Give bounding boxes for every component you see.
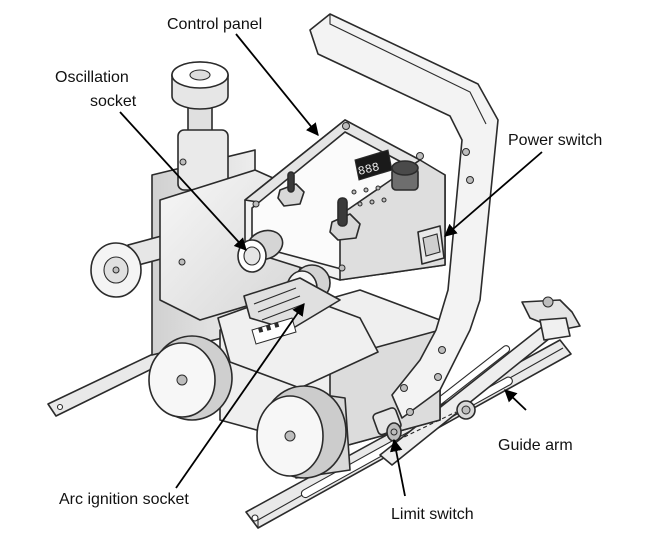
label-plate bbox=[251, 317, 297, 345]
indicator-dots bbox=[351, 185, 387, 207]
display-digits: 888 bbox=[357, 160, 381, 179]
toggle-switch-large bbox=[329, 197, 361, 241]
torch-clamp bbox=[217, 277, 379, 389]
leader-guide-arm bbox=[504, 389, 527, 411]
callout-labels: Control panel Oscillation socket Power s… bbox=[55, 16, 602, 523]
label-guide-arm: Guide arm bbox=[498, 437, 573, 454]
wheel-left bbox=[148, 335, 233, 421]
toggle-switch-small bbox=[277, 171, 305, 207]
top-knob bbox=[171, 61, 229, 191]
leader-limit-switch bbox=[390, 438, 406, 497]
leader-control-panel bbox=[235, 33, 319, 136]
leader-lines bbox=[119, 33, 543, 497]
label-limit-switch: Limit switch bbox=[391, 506, 474, 523]
label-control-panel: Control panel bbox=[167, 16, 262, 33]
label-oscillation-line2: socket bbox=[90, 93, 137, 110]
carry-handle bbox=[309, 13, 499, 419]
leader-oscillation-socket bbox=[119, 111, 247, 251]
control-knob bbox=[391, 160, 419, 191]
leader-arc-ignition-socket bbox=[175, 302, 305, 489]
side-knob bbox=[90, 234, 170, 298]
power-switch-rocker bbox=[417, 225, 445, 265]
leader-power-switch bbox=[444, 151, 543, 237]
wheel-front bbox=[256, 385, 351, 479]
machine-illustration: 888 bbox=[47, 13, 581, 529]
control-box: 888 bbox=[244, 119, 446, 281]
label-power-switch: Power switch bbox=[508, 132, 602, 149]
label-arc-ignition-socket: Arc ignition socket bbox=[59, 491, 189, 508]
guide-arm bbox=[379, 296, 581, 466]
drive-chain bbox=[397, 411, 457, 441]
label-oscillation-line1: Oscillation bbox=[55, 69, 129, 86]
